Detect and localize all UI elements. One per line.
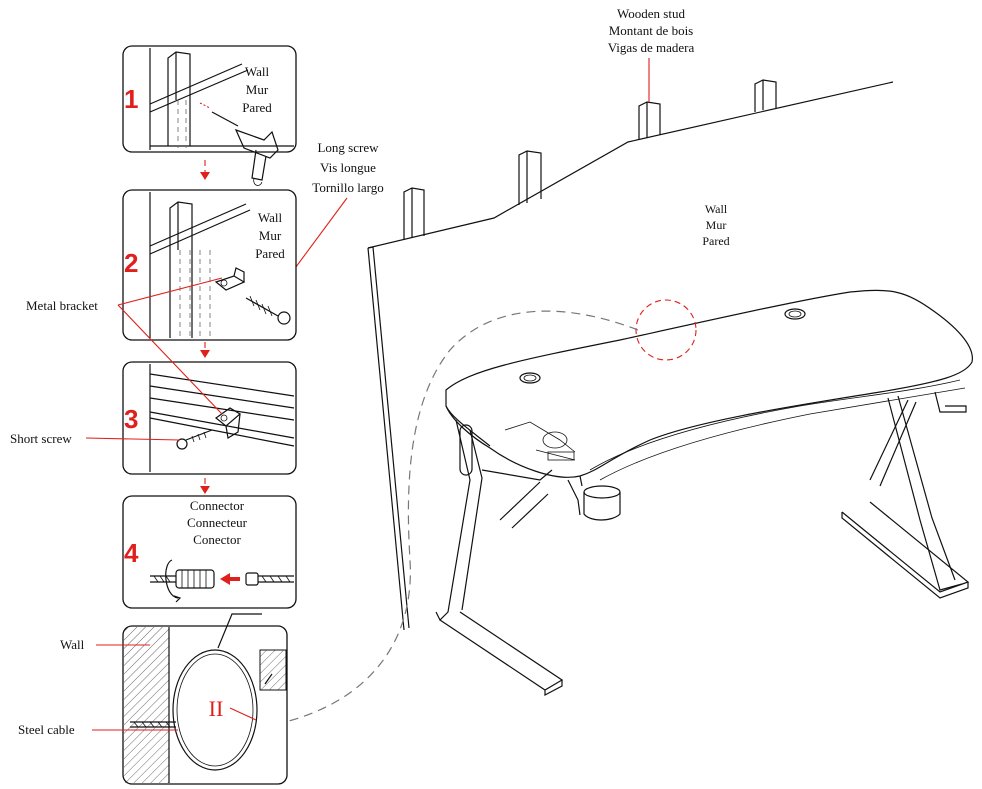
desk: [435, 289, 973, 696]
svg-text:Long screw: Long screw: [317, 140, 379, 155]
svg-text:Tornillo largo: Tornillo largo: [312, 180, 383, 195]
svg-text:Pared: Pared: [702, 234, 729, 248]
cup-holder: [567, 479, 621, 521]
svg-text:Vis longue: Vis longue: [320, 160, 376, 175]
detail-lead-line: [284, 310, 639, 723]
detail-inset: II: [122, 613, 288, 785]
svg-text:Metal bracket: Metal bracket: [26, 298, 98, 313]
svg-text:Connecteur: Connecteur: [187, 515, 248, 530]
svg-text:Mur: Mur: [246, 82, 269, 97]
svg-text:Pared: Pared: [242, 100, 272, 115]
svg-text:2: 2: [124, 248, 138, 278]
detail-callout-circle: [635, 299, 697, 361]
svg-text:4: 4: [124, 538, 139, 568]
svg-text:II: II: [209, 696, 224, 721]
step-4-panel: 4 Connector Connecteur Conector: [122, 495, 297, 609]
svg-text:Wall: Wall: [705, 202, 728, 216]
step-arrow-3: [200, 478, 210, 494]
svg-text:Wall: Wall: [60, 637, 85, 652]
svg-text:Mur: Mur: [259, 228, 282, 243]
step-2-panel: 2 Wall Mur Pared: [122, 189, 297, 341]
metal-bracket-label: Metal bracket: [26, 277, 223, 415]
svg-text:Wooden stud: Wooden stud: [617, 6, 685, 21]
step-1-panel: 1 Wall Mur Pared: [122, 45, 297, 186]
svg-text:Wall: Wall: [258, 210, 283, 225]
step-arrow-2: [200, 342, 210, 358]
wall-side-label: Wall: [60, 637, 150, 652]
desk-logo: [504, 421, 576, 461]
svg-text:Vigas de madera: Vigas de madera: [608, 40, 695, 55]
step-arrow-1: [200, 160, 210, 180]
svg-text:1: 1: [124, 84, 138, 114]
svg-text:Short screw: Short screw: [10, 431, 72, 446]
wall-panel: [367, 81, 894, 631]
svg-text:Steel cable: Steel cable: [18, 722, 75, 737]
wooden-studs: [403, 79, 777, 240]
svg-text:Pared: Pared: [255, 246, 285, 261]
svg-text:Conector: Conector: [193, 532, 241, 547]
svg-text:Montant de bois: Montant de bois: [609, 23, 694, 38]
step-3-panel: 3: [122, 361, 297, 475]
long-screw-label: Long screw Vis longue Tornillo largo: [269, 140, 384, 303]
svg-text:Connector: Connector: [190, 498, 245, 513]
wooden-stud-label: Wooden stud Montant de bois Vigas de mad…: [608, 6, 695, 102]
svg-text:3: 3: [124, 404, 138, 434]
steel-cable-label: Steel cable: [18, 722, 178, 737]
short-screw-label: Short screw: [10, 431, 181, 446]
wall-main-label: Wall Mur Pared: [702, 202, 729, 248]
svg-text:Wall: Wall: [245, 64, 270, 79]
svg-text:Mur: Mur: [706, 218, 727, 232]
